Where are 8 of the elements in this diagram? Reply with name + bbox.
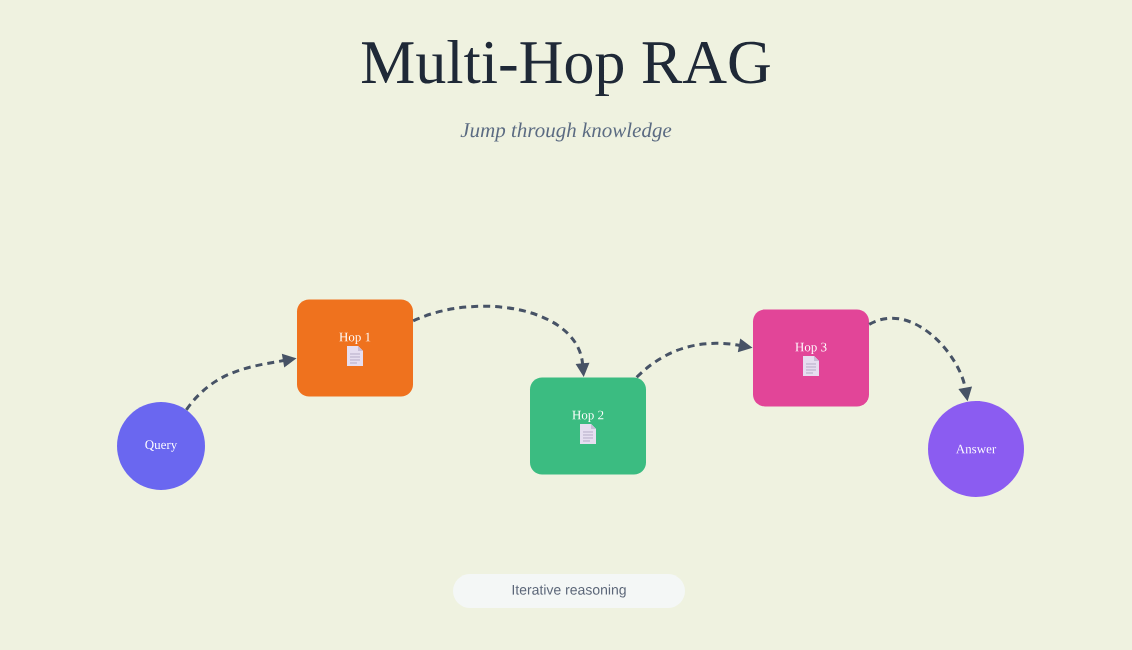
subtitle: Jump through knowledge — [460, 122, 672, 142]
hop-box: Hop 1 — [297, 299, 413, 397]
caption-pill: Iterative reasoning — [453, 574, 685, 608]
title: Multi-Hop RAG — [362, 39, 770, 97]
circle-node: Query — [117, 402, 205, 490]
hop-box: Hop 2 — [530, 377, 646, 475]
circle-node: Answer — [928, 401, 1024, 497]
hop-box: Hop 3 — [753, 309, 869, 407]
